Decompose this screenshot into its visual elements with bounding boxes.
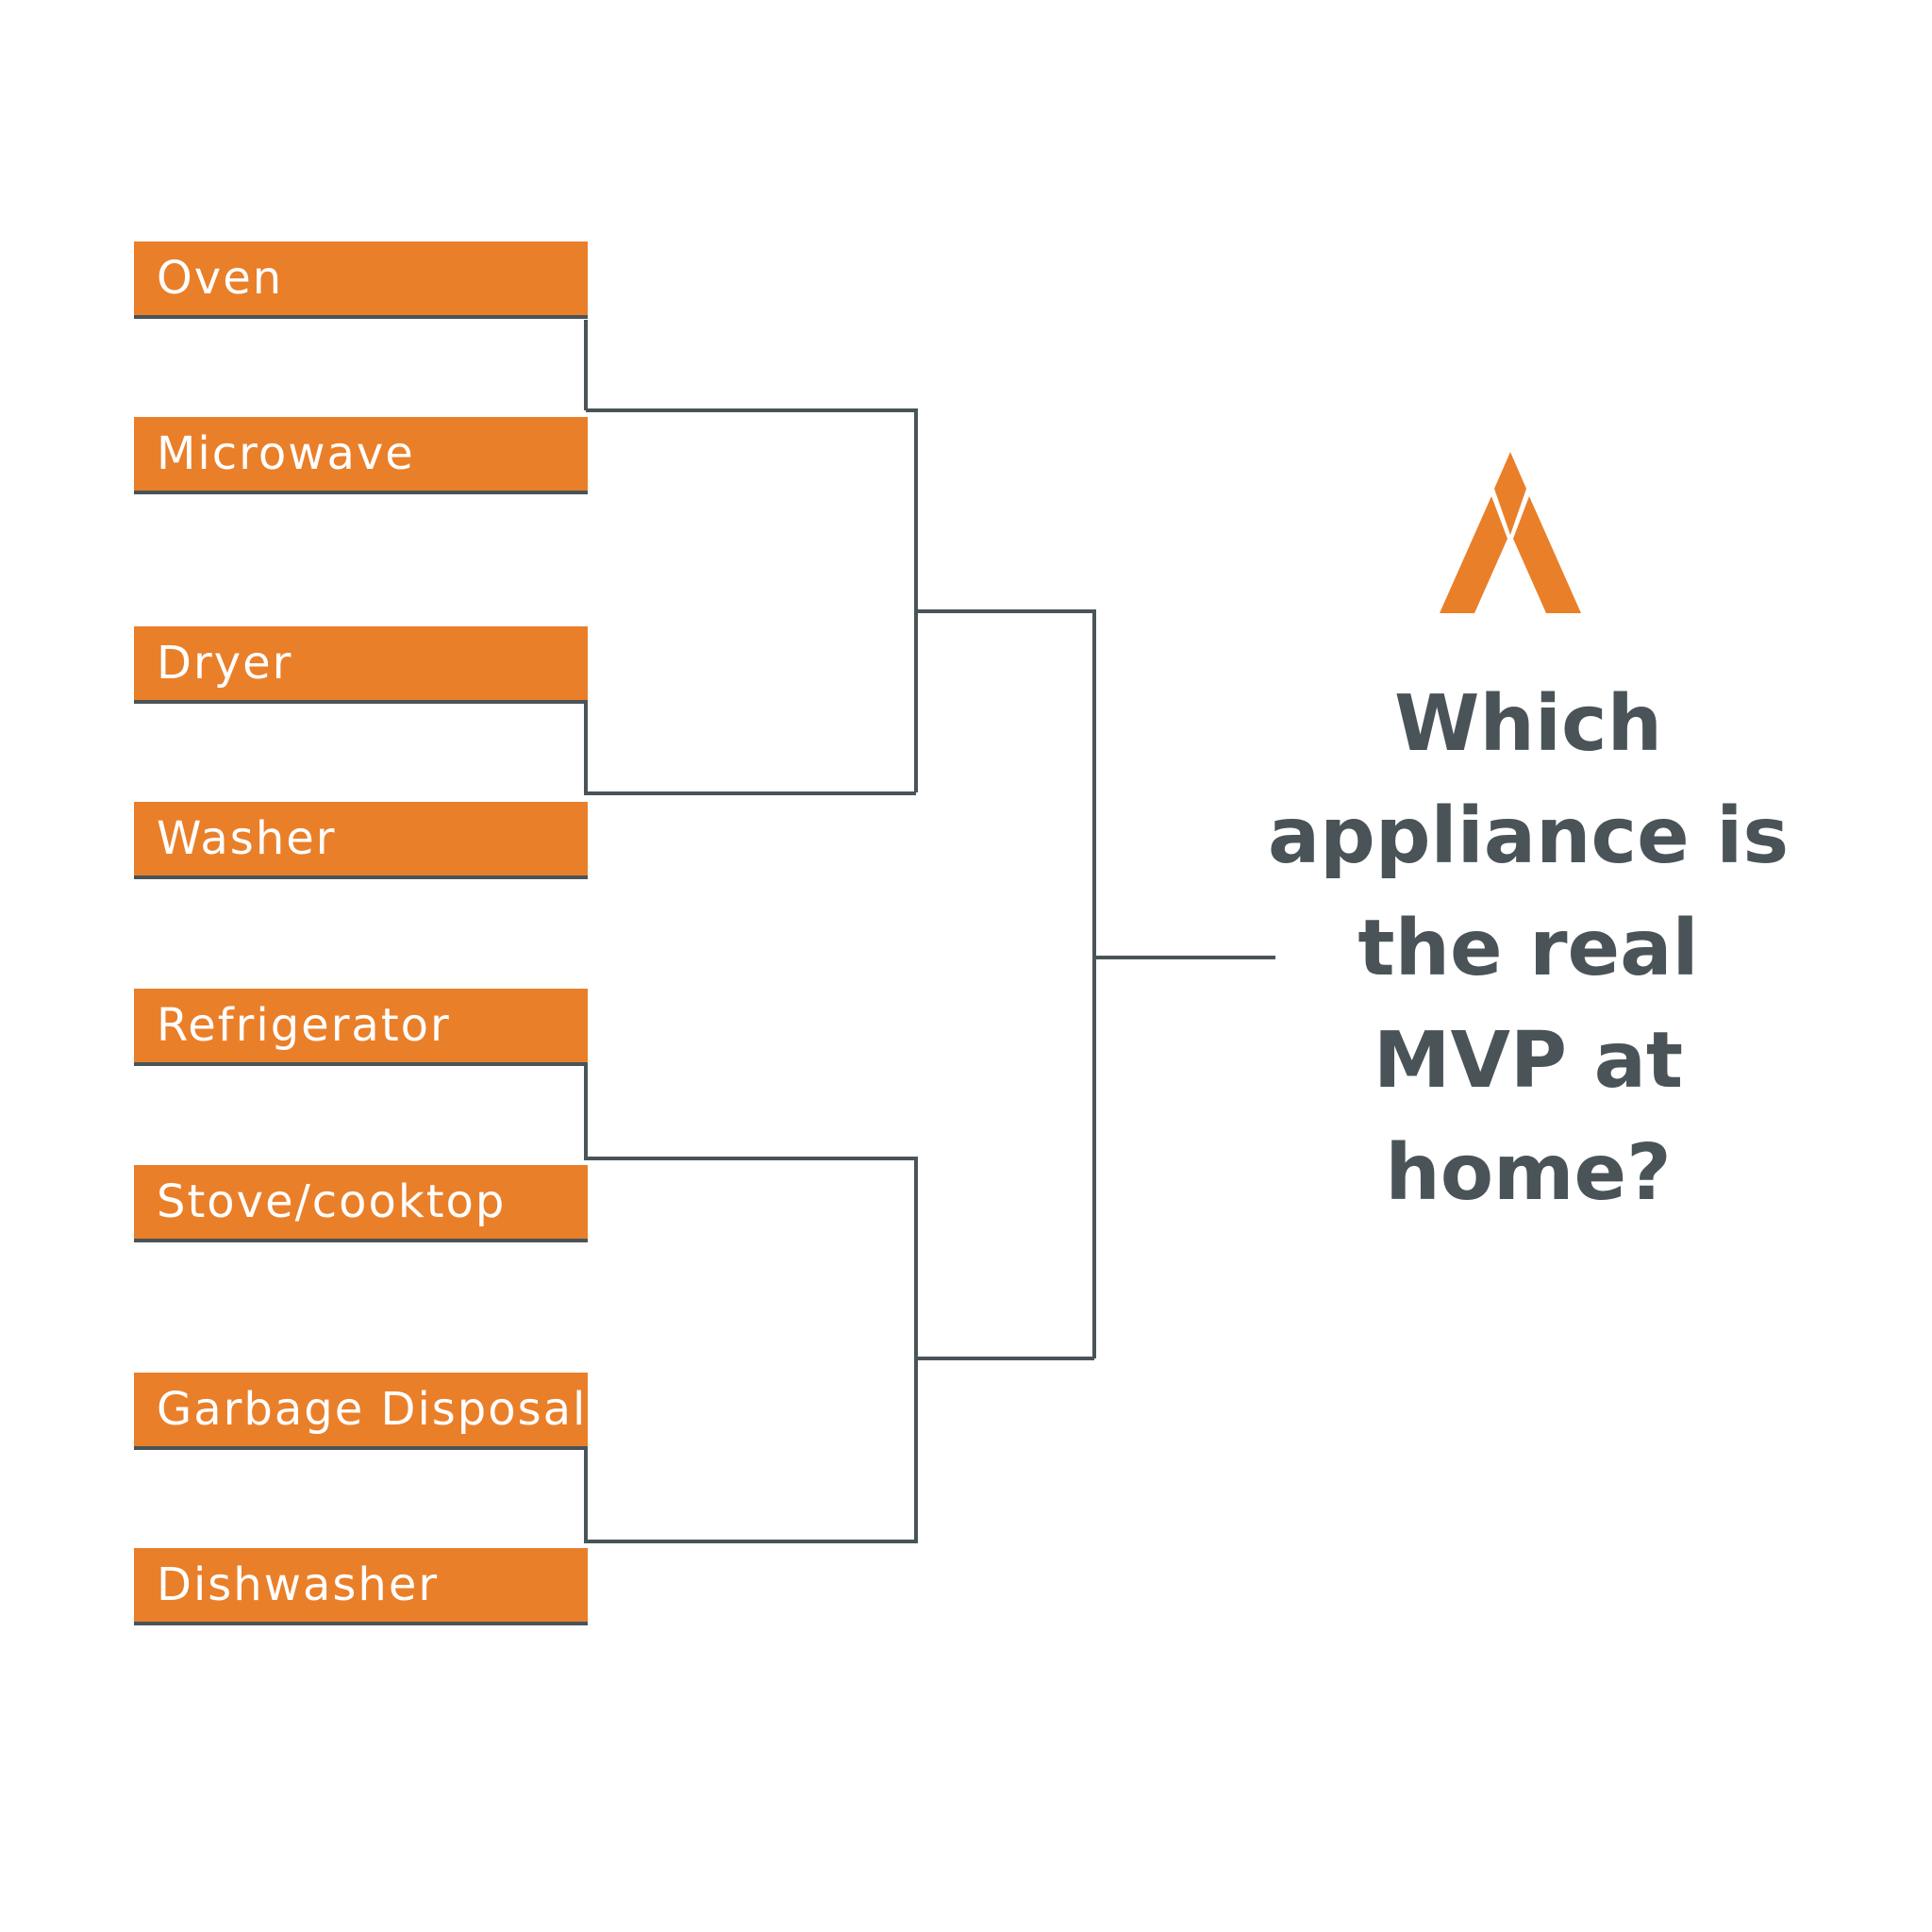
bracket-entry-label: Oven (157, 252, 284, 305)
bracket-entry-garbage-disposal: Garbage Disposal (134, 1373, 588, 1450)
bracket-entry-label: Dryer (157, 637, 293, 690)
bracket-entry-label: Washer (157, 812, 337, 865)
bracket-entry-label: Refrigerator (157, 999, 451, 1052)
logo-top-shape-icon (1494, 452, 1526, 535)
connector-dryer-washer (584, 703, 916, 795)
bracket-entry-refrigerator: Refrigerator (134, 989, 588, 1066)
bracket-entry-microwave: Microwave (134, 417, 588, 494)
bracket-entry-washer: Washer (134, 802, 588, 879)
bracket-entry-label: Garbage Disposal (157, 1383, 588, 1436)
logo-right-leg-icon (1513, 496, 1581, 613)
bracket-entry-label: Dishwasher (157, 1558, 440, 1611)
logo-left-leg-icon (1440, 496, 1507, 613)
connector-semifinal-top (916, 609, 1096, 1358)
connector-garbage-dishwasher (584, 1448, 916, 1543)
bracket-entry-label: Stove/cooktop (157, 1175, 507, 1228)
connector-refrigerator-stove (584, 1064, 918, 1543)
bracket-entry-oven: Oven (134, 242, 588, 319)
connector-oven-microwave (584, 320, 918, 792)
question-heading: Which appliance is the real MVP at home? (1267, 679, 1790, 1218)
bracket-entry-dishwasher: Dishwasher (134, 1548, 588, 1625)
a-triangle-logo-icon (1440, 452, 1581, 613)
bracket-entry-dryer: Dryer (134, 626, 588, 704)
bracket-entry-stove-cooktop: Stove/cooktop (134, 1165, 588, 1242)
bracket-entry-label: Microwave (157, 427, 415, 480)
